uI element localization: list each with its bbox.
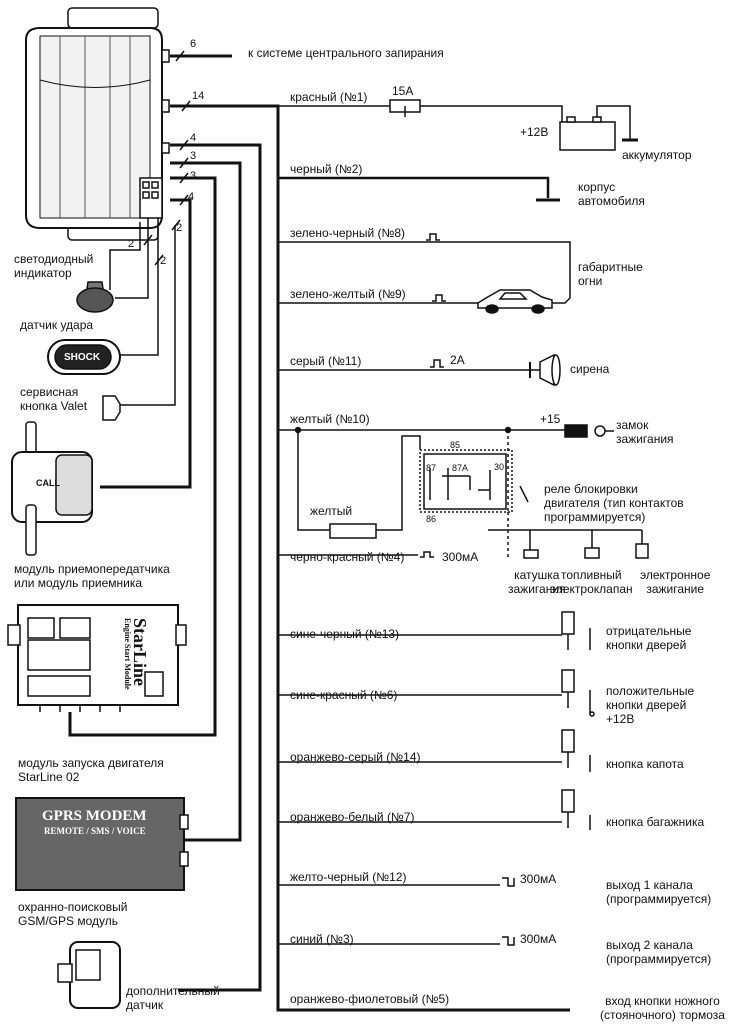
wire-label-8: зелено-черный (№8) (290, 226, 406, 240)
current-300-1: 300мА (442, 550, 479, 564)
wire-label-11: серый (№11) (290, 354, 362, 368)
wire-label-13: сине-черный (№13) (290, 627, 400, 641)
gprs-sub: REMOTE / SMS / VOICE (44, 826, 146, 836)
plus15-label: +15 (540, 412, 561, 426)
wire-label-14: оранжево-серый (№14) (290, 750, 421, 764)
pin-2b: 2 (160, 255, 167, 267)
body-label: корпус автомобиля (578, 180, 645, 208)
wire-label-12: желто-черный (№12) (290, 870, 407, 884)
car-icon (477, 289, 553, 314)
relay-pin-30: 30 (494, 462, 505, 472)
neg-doors-label: отрицательные кнопки дверей (606, 624, 692, 652)
transceiver-logo: CALL (36, 478, 60, 488)
parking-label: габаритные огни (578, 260, 643, 288)
pin-6: 6 (190, 38, 197, 50)
out1-label: выход 1 канала (программируется) (606, 878, 712, 906)
siren-icon (529, 353, 561, 387)
starline-sub: Engine Start Module (123, 618, 132, 690)
out2-label: выход 2 канала (программируется) (606, 938, 712, 966)
extra-sensor (57, 941, 121, 1009)
relay-pin-87a: 87A (452, 463, 469, 473)
pos-doors-label: положительные кнопки дверей +12В (606, 684, 695, 726)
trunk-label: кнопка багажника (606, 815, 705, 829)
coil-label: катушка зажигания (508, 568, 566, 596)
hood-label: кнопка капота (606, 757, 684, 771)
starline-start-module (7, 604, 187, 712)
led-label: светодиодный индикатор (14, 252, 94, 280)
brake-label: вход кнопки ножного (стояночного) тормоз… (600, 994, 725, 1022)
pin-14: 14 (192, 90, 205, 102)
central-lock-label: к системе центрального запирания (248, 46, 444, 60)
relay-pin-87: 87 (426, 463, 437, 473)
relay-pin-85: 85 (450, 440, 461, 450)
shock-label: датчик удара (20, 318, 94, 332)
wire-label-9: зелено-желтый (№9) (290, 287, 406, 301)
extra-sensor-label: дополнительный датчик (126, 984, 220, 1012)
led-indicator (76, 281, 114, 313)
valet-label: сервисная кнопка Valet (20, 385, 88, 413)
current-300-2: 300мА (520, 872, 557, 886)
wire-label-3: синий (№3) (290, 932, 354, 946)
gprs-modem (15, 797, 189, 891)
transceiver-module (11, 421, 93, 556)
fuel-label: топливный электроклапан (550, 568, 633, 596)
ignition-lock-label: замок зажигания (616, 418, 674, 446)
shock-text: SHOCK (64, 352, 101, 363)
starline-logo: StarLine (130, 618, 150, 687)
pin-4a: 4 (190, 132, 197, 144)
relay-label: реле блокировки двигателя (тип контактов… (544, 482, 684, 524)
pin-3a: 3 (190, 150, 197, 162)
pin-2c: 2 (176, 222, 183, 234)
gps-label: охранно-поисковый GSM/GPS модуль (18, 900, 128, 928)
pin-2a: 2 (128, 238, 135, 250)
wire-label-2: черный (№2) (290, 162, 363, 176)
plus12-label: +12В (520, 125, 549, 139)
current-300-3: 300мА (520, 932, 557, 946)
wire-label-10: желтый (№10) (290, 412, 370, 426)
fuse-label: 15А (392, 84, 414, 98)
pin-3b: 3 (190, 170, 197, 182)
start-module-label: модуль запуска двигателя StarLine 02 (18, 756, 164, 784)
wire-label-5: оранжево-фиолетовый (№5) (290, 992, 450, 1006)
wire-label-4: черно-красный (№4) (290, 550, 405, 564)
yellow-inner-label: желтый (310, 504, 353, 518)
pin-4b: 4 (188, 191, 195, 203)
siren-label: сирена (570, 362, 610, 376)
relay-pin-86: 86 (426, 514, 437, 524)
siren-current-label: 2А (450, 353, 465, 367)
main-alarm-unit (25, 7, 170, 241)
wire-label-6: сине-красный (№6) (290, 688, 398, 702)
electronic-label: электронное зажигание (640, 568, 711, 596)
wire-label-7: оранжево-белый (№7) (290, 810, 415, 824)
battery-label: аккумулятор (622, 148, 692, 162)
transceiver-label: модуль приемопередатчика или модуль прие… (14, 562, 170, 590)
wire-label-1: красный (№1) (290, 90, 368, 104)
gprs-title: GPRS MODEM (42, 808, 147, 824)
